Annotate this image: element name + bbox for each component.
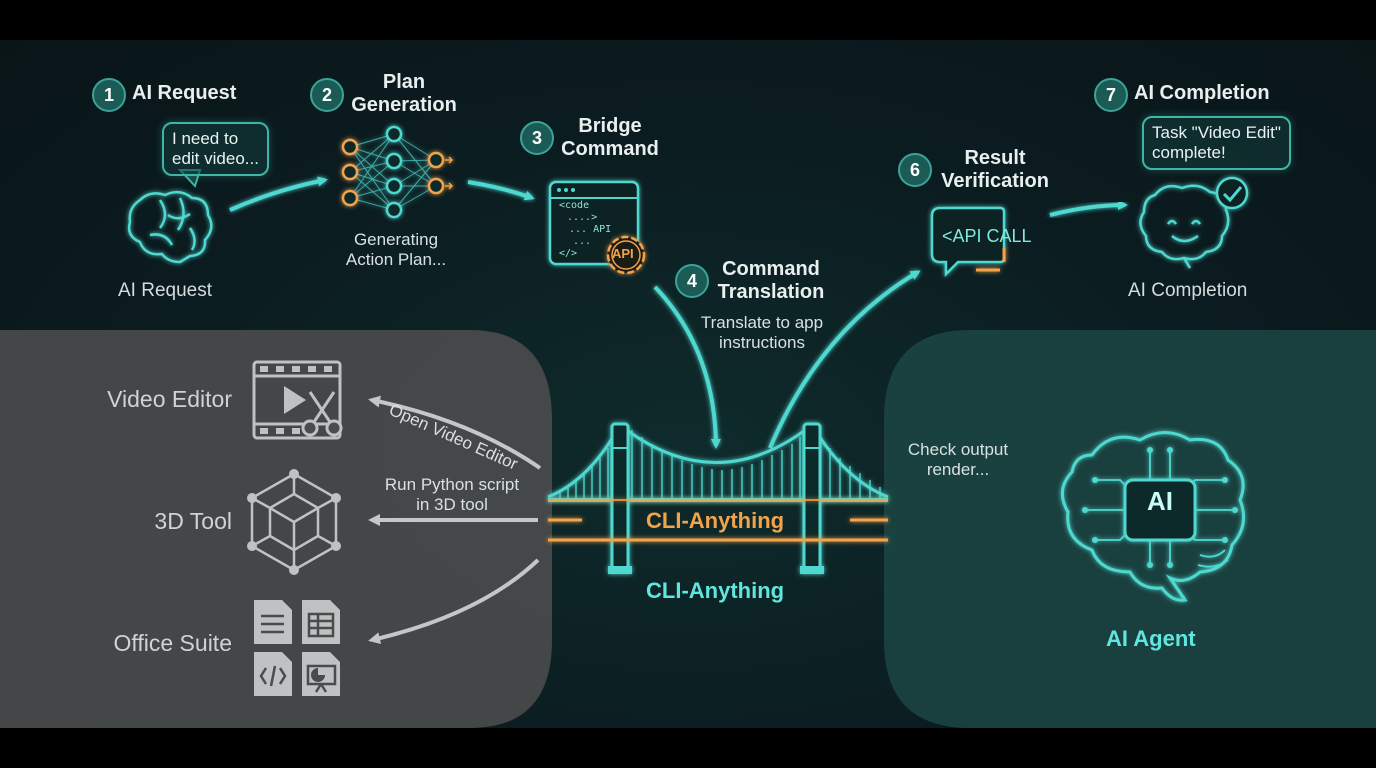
code-line-5: </> bbox=[559, 248, 578, 259]
ai-agent-brain-icon bbox=[1060, 431, 1246, 602]
arrow-6-to-7 bbox=[1049, 200, 1128, 217]
diagram-graphics bbox=[0, 125, 1376, 728]
ai-agent-label: AI Agent bbox=[1106, 626, 1196, 651]
translation-line2: instructions bbox=[719, 333, 805, 352]
step-1-title: AI Request bbox=[132, 82, 237, 104]
diagram-canvas: 1 AI Request 2 Plan Generation 3 Bridge … bbox=[0, 40, 1376, 728]
api-call-bubble bbox=[930, 206, 1006, 278]
code-line-1: <code bbox=[559, 200, 590, 211]
cli-anything-sub-label: CLI-Anything bbox=[646, 578, 785, 603]
completion-bubble-line2: complete! bbox=[1152, 143, 1226, 162]
step-3-badge: 3 bbox=[520, 121, 554, 155]
step-7-badge: 7 bbox=[1094, 78, 1128, 112]
step-2-title: Plan Generation bbox=[348, 71, 460, 117]
arrow-2-to-3 bbox=[467, 180, 535, 201]
code-line-2: ....> bbox=[567, 212, 598, 223]
check-line2: render... bbox=[926, 460, 990, 479]
step-6-badge: 6 bbox=[898, 153, 932, 187]
step-7-title: AI Completion bbox=[1134, 82, 1270, 104]
request-caption: AI Request bbox=[118, 280, 212, 301]
step-4-title-line1: Command bbox=[722, 258, 820, 280]
step-2-badge: 2 bbox=[310, 78, 344, 112]
completion-caption: AI Completion bbox=[1128, 280, 1248, 301]
api-call-label: <API CALL bbox=[942, 226, 1032, 246]
request-bubble-line1: I need to bbox=[172, 129, 239, 148]
plan-caption-line1: Generating bbox=[353, 230, 439, 249]
translation-line1: Translate to app bbox=[700, 313, 824, 332]
arrow-to-video-editor bbox=[368, 395, 542, 470]
step-3-title-line1: Bridge bbox=[578, 115, 642, 137]
step-4-badge: 4 bbox=[675, 264, 709, 298]
step-6-title: Result Verification bbox=[935, 147, 1055, 193]
video-editor-icon bbox=[252, 360, 343, 440]
code-line-3: ... API bbox=[569, 224, 612, 235]
step-4-title: Command Translation bbox=[712, 258, 830, 304]
neural-network-icon bbox=[341, 125, 454, 219]
step-3-title: Bridge Command bbox=[556, 115, 664, 161]
arrow-1-to-2 bbox=[229, 176, 328, 212]
check-line1: Check output bbox=[907, 440, 1009, 459]
api-badge-label: API bbox=[612, 246, 634, 261]
step-2-title-line2: Generation bbox=[351, 94, 457, 116]
step-2-title-line1: Plan bbox=[382, 71, 426, 93]
api-gear-icon bbox=[606, 235, 646, 275]
plan-caption-line2: Action Plan... bbox=[345, 250, 447, 269]
request-bubble-line2: edit video... bbox=[172, 149, 259, 168]
happy-brain-icon bbox=[1139, 184, 1230, 269]
python-line1: Run Python script bbox=[384, 475, 520, 494]
step-1-badge: 1 bbox=[92, 78, 126, 112]
check-output-label: Check output render... bbox=[900, 440, 1016, 480]
3d-tool-label: 3D Tool bbox=[154, 508, 232, 534]
arrow-3-to-bridge bbox=[653, 285, 721, 449]
3d-cube-icon bbox=[247, 469, 341, 575]
python-line2: in 3D tool bbox=[416, 495, 488, 514]
step-3-title-line2: Command bbox=[561, 138, 659, 160]
request-speech-bubble: I need to edit video... bbox=[162, 122, 269, 176]
python-script-label: Run Python script in 3D tool bbox=[376, 475, 528, 515]
cli-anything-main-label: CLI-Anything bbox=[646, 508, 785, 533]
brain-icon bbox=[127, 190, 213, 264]
bridge-deck bbox=[548, 499, 888, 542]
completion-bubble-line1: Task "Video Edit" bbox=[1152, 123, 1281, 142]
step-6-title-line2: Verification bbox=[941, 170, 1049, 192]
office-docs-icon bbox=[254, 600, 340, 696]
step-4-title-line2: Translation bbox=[717, 281, 825, 303]
translation-caption: Translate to app instructions bbox=[690, 313, 834, 353]
check-icon bbox=[1215, 176, 1249, 210]
arrow-bridge-to-6 bbox=[768, 270, 921, 449]
plan-caption: Generating Action Plan... bbox=[336, 230, 456, 270]
completion-speech-bubble: Task "Video Edit" complete! bbox=[1142, 116, 1291, 170]
ai-chip-label: AI bbox=[1147, 486, 1173, 516]
step-6-title-line1: Result bbox=[964, 147, 1026, 169]
arrow-to-office-suite bbox=[368, 558, 540, 645]
video-editor-label: Video Editor bbox=[107, 386, 232, 412]
code-snippet: <code ....> ... API ... </> bbox=[559, 200, 611, 260]
office-suite-label: Office Suite bbox=[113, 630, 232, 656]
code-line-4: ... bbox=[573, 236, 592, 247]
